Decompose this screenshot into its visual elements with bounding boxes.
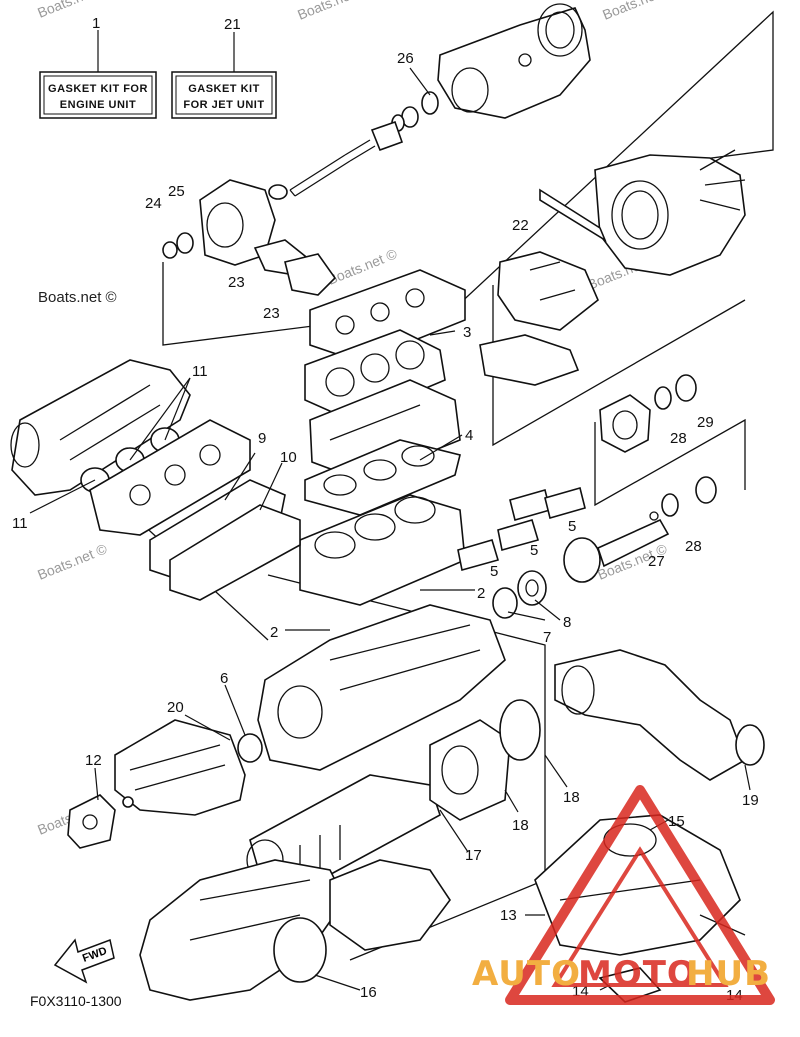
part-number-5c: 5: [490, 563, 498, 580]
automotohub-logo: AUTO MOTO HUB: [472, 785, 775, 1005]
exhaust-frame: [267, 574, 546, 961]
watermark-boats: Boats.net ©: [38, 289, 117, 306]
part-number-6: 6: [220, 670, 228, 687]
oil-seal-6: [237, 733, 263, 763]
part-number-24: 24: [145, 195, 162, 212]
part-number-19: 19: [742, 792, 759, 809]
part-number-22: 22: [512, 217, 529, 234]
part-number-7: 7: [543, 629, 551, 646]
bearing-28b: [661, 493, 679, 517]
exhaust-manifold: [114, 719, 246, 816]
part-number-5b: 5: [530, 542, 538, 559]
kit-jet-line1: GASKET KIT: [188, 83, 260, 95]
part-number-20: 20: [167, 699, 184, 716]
oil-seal-7: [492, 587, 518, 619]
part-number-25: 25: [168, 183, 185, 200]
cylinder-block: [299, 494, 466, 606]
bearing-29: [675, 374, 697, 402]
part-number-labels: 1 2 2 3 4 5 5 5 5 6 7 8 9 10 11 11 12 13…: [12, 15, 759, 1004]
gasket-18: [499, 699, 541, 761]
cylinder-head: [304, 329, 446, 421]
part-number-11a: 11: [192, 363, 208, 380]
jet-pump-housing: [437, 3, 591, 119]
oil-pump: [67, 794, 134, 849]
part-number-28b: 28: [685, 538, 702, 555]
jet-unit-frame: [162, 10, 774, 346]
part-number-8: 8: [563, 614, 571, 631]
part-number-12: 12: [85, 752, 102, 769]
kit-engine-line2: ENGINE UNIT: [60, 99, 136, 111]
watermark-boats: Boats.net ©: [600, 0, 675, 23]
part-number-5a: 5: [568, 518, 576, 535]
part-number-27: 27: [648, 553, 665, 570]
part-number-29: 29: [697, 414, 714, 431]
o-ring-26: [421, 91, 439, 115]
collar-8: [517, 570, 547, 606]
part-number-18a: 18: [512, 817, 529, 834]
exhaust-cover: [534, 814, 741, 956]
bearing-cover: [599, 394, 651, 453]
gasket-kit-jet-box: GASKET KIT FOR JET UNIT: [171, 71, 277, 119]
bearing-housing: [162, 179, 276, 266]
part-number-11b: 11: [12, 515, 28, 532]
impeller-housing: [594, 149, 746, 276]
part-number-3: 3: [463, 324, 471, 341]
carburetor-assembly: [89, 419, 251, 536]
part-number-26: 26: [397, 50, 414, 67]
drive-shaft: [268, 120, 404, 200]
part-number-2b: 2: [477, 585, 485, 602]
coupler-shaft: [563, 518, 670, 583]
part-number-17: 17: [465, 847, 482, 864]
part-number-15: 15: [668, 813, 685, 830]
bearing-28: [654, 386, 672, 410]
bearing-28c: [695, 476, 717, 504]
clip-27: [649, 511, 659, 521]
gasket-kit-engine-box: GASKET KIT FOR ENGINE UNIT: [39, 71, 157, 119]
part-number-13: 13: [500, 907, 517, 924]
crankcase: [237, 604, 506, 771]
kit-jet-line2: FOR JET UNIT: [183, 99, 264, 111]
brand-moto: MOTO: [578, 954, 697, 994]
watermark-boats: Boats.net ©: [295, 0, 370, 23]
kit-engine-line1: GASKET KIT FOR: [48, 83, 148, 95]
brand-hub: HUB: [686, 954, 771, 994]
part-number-2: 2: [270, 624, 278, 641]
part-number-18b: 18: [563, 789, 580, 806]
part-number-16: 16: [360, 984, 377, 1001]
part-number-1: 1: [92, 15, 100, 32]
part-number-21: 21: [224, 16, 241, 33]
figure-code: F0X3110-1300: [30, 993, 122, 1009]
part-number-9: 9: [258, 430, 266, 447]
reed-valve-set: [457, 487, 586, 572]
part-number-23b: 23: [263, 305, 280, 322]
part-number-23a: 23: [228, 274, 245, 291]
watermark-boats: Boats.net ©: [35, 540, 110, 583]
oil-seal-25: [176, 232, 194, 254]
water-lock-box: [139, 859, 346, 1001]
jet-unit-frame: [492, 285, 746, 447]
ride-plate-22: [479, 188, 607, 386]
part-number-4: 4: [465, 427, 473, 444]
cylinder-head-cover: [309, 269, 466, 363]
fwd-arrow: FWD: [53, 938, 115, 984]
bearing-frame: [594, 418, 746, 507]
oil-seal-24: [162, 241, 178, 259]
intake-manifold-gasket: [149, 479, 301, 601]
exhaust-chamber-18: [429, 719, 511, 821]
part-number-10: 10: [280, 449, 297, 466]
brand-auto: AUTO: [472, 954, 581, 994]
intake-silencer: [10, 359, 191, 496]
exhaust-elbow-19: [554, 649, 765, 781]
part-number-28a: 28: [670, 430, 687, 447]
gasket-16: [273, 917, 327, 983]
exhaust-outlet: [329, 859, 451, 951]
intake-grate-gasket-23: [253, 239, 337, 296]
